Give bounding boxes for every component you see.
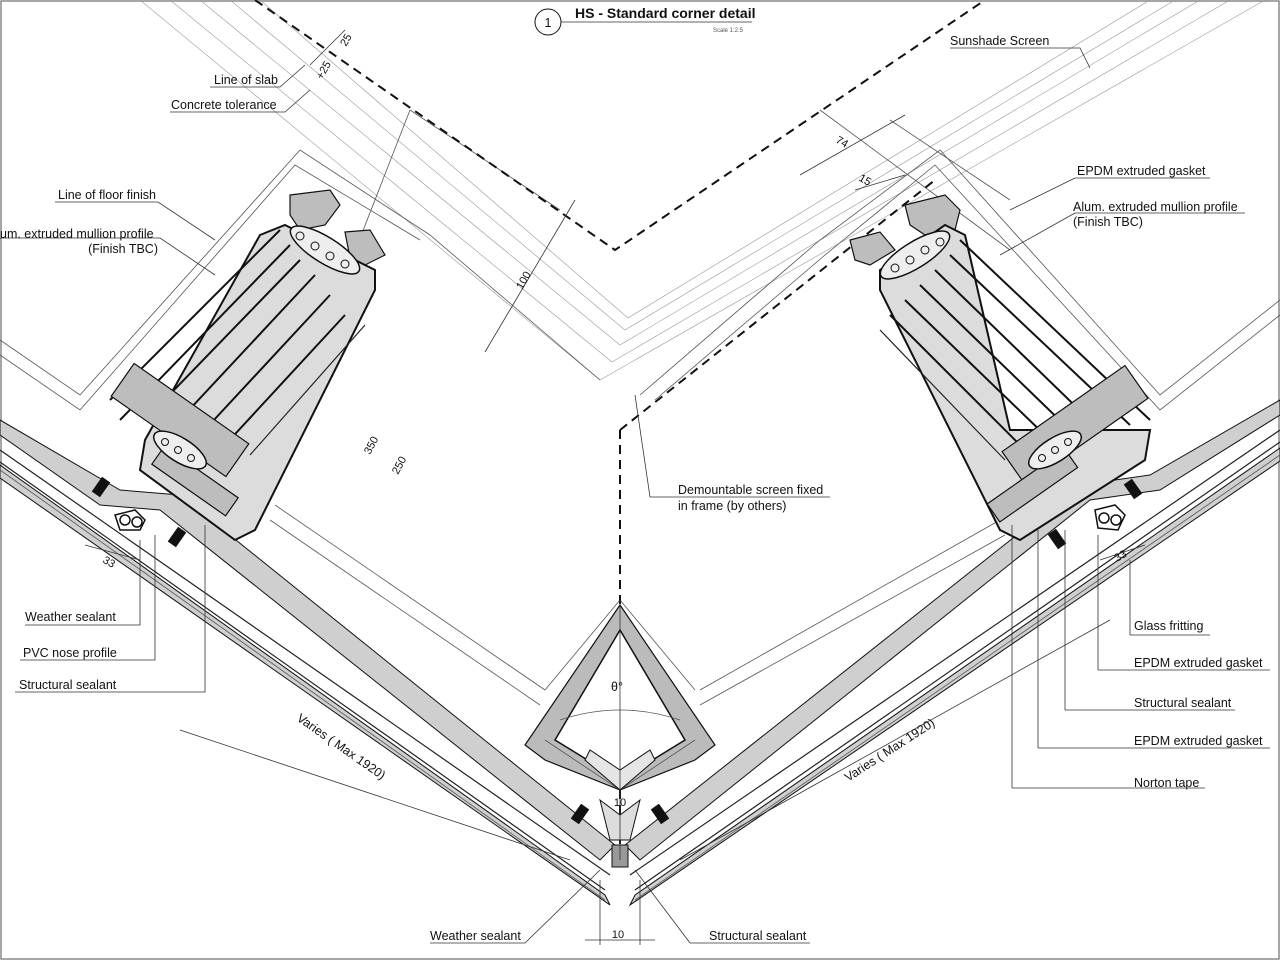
dim-15: 15 [857,172,874,189]
dim-33-right: 33 [1113,548,1130,565]
label-mullion-profile-right: Alum. extruded mullion profile [1073,200,1238,214]
spacer-blocks [91,476,1143,825]
left-labels: Line of slab Concrete tolerance Line of … [0,73,278,692]
label-sunshade-screen: Sunshade Screen [950,34,1049,48]
dim-350: 350 [362,435,381,457]
label-structural-sealant-bottom: Structural sealant [709,929,807,943]
leader-lines [0,29,1270,945]
label-line-of-slab: Line of slab [214,73,278,87]
label-weather-sealant-bottom: Weather sealant [430,929,521,943]
mullion-right [849,194,1152,542]
dim-74: 74 [834,134,851,151]
dim-10-inner: 10 [614,797,626,809]
label-weather-sealant-left: Weather sealant [25,610,116,624]
label-structural-sealant-left: Structural sealant [19,678,117,692]
dim-100: 100 [514,270,534,292]
label-varies-left: Varies ( Max 1920) [294,711,388,783]
dim-plus25: +25 [314,59,334,81]
mullion-left [109,189,386,542]
glass-panel-right [624,399,1280,907]
label-line-of-floor-finish: Line of floor finish [58,188,156,202]
label-epdm-gasket-2: EPDM extruded gasket [1134,734,1263,748]
title-block: 1 HS - Standard corner detail Scale 1:2.… [534,5,755,36]
detail-scale: Scale 1:2.5 [713,28,744,34]
glass-panel-left [0,419,616,906]
label-angle: θ° [611,680,623,694]
dim-10-bottom: 10 [612,929,624,941]
label-epdm-gasket-1: EPDM extruded gasket [1134,656,1263,670]
dim-25: 25 [338,32,355,49]
label-concrete-tolerance: Concrete tolerance [171,98,277,112]
label-structural-sealant-right: Structural sealant [1134,696,1232,710]
right-labels: Sunshade Screen EPDM extruded gasket Alu… [950,34,1263,790]
label-mullion-finish-right: (Finish TBC) [1073,215,1143,229]
label-norton-tape: Norton tape [1134,776,1199,790]
label-pvc-nose-profile: PVC nose profile [23,646,117,660]
label-mullion-profile-left: um. extruded mullion profile [0,227,154,241]
detail-title: HS - Standard corner detail [575,5,755,21]
slab-outlines [0,0,1280,706]
dim-33-left: 33 [101,554,118,571]
corner-triangle-profile [524,600,716,868]
label-mullion-finish-left: (Finish TBC) [88,242,158,256]
label-demountable-2: in frame (by others) [678,499,786,513]
label-glass-fritting: Glass fritting [1134,619,1204,633]
label-demountable-1: Demountable screen fixed [678,483,823,497]
detail-number: 1 [545,16,552,30]
dim-250: 250 [390,455,409,477]
label-epdm-gasket-top: EPDM extruded gasket [1077,164,1206,178]
